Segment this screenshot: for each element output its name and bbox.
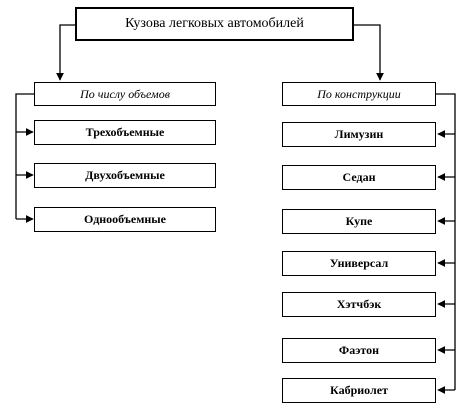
- leaf-node: Универсал: [282, 251, 436, 276]
- group-node-by-construction: По конструкции: [282, 82, 436, 106]
- leaf-node: Фаэтон: [282, 338, 436, 363]
- leaf-node: Трехобъемные: [34, 120, 216, 145]
- leaf-node: Седан: [282, 165, 436, 190]
- connector-root-right: [354, 24, 384, 81]
- root-node: Кузова легковых автомобилей: [75, 7, 354, 41]
- connector-root-left: [56, 24, 75, 81]
- connector-right-trunk: [436, 93, 456, 390]
- leaf-node: Купе: [282, 209, 436, 234]
- group-node-by-volume: По числу объемов: [34, 82, 216, 106]
- connector-left-trunk: [15, 93, 34, 219]
- leaf-node: Лимузин: [282, 122, 436, 147]
- leaf-node: Двухобъемные: [34, 163, 216, 188]
- leaf-node: Хэтчбэк: [282, 292, 436, 317]
- leaf-node: Кабриолет: [282, 378, 436, 403]
- leaf-node: Однообъемные: [34, 207, 216, 232]
